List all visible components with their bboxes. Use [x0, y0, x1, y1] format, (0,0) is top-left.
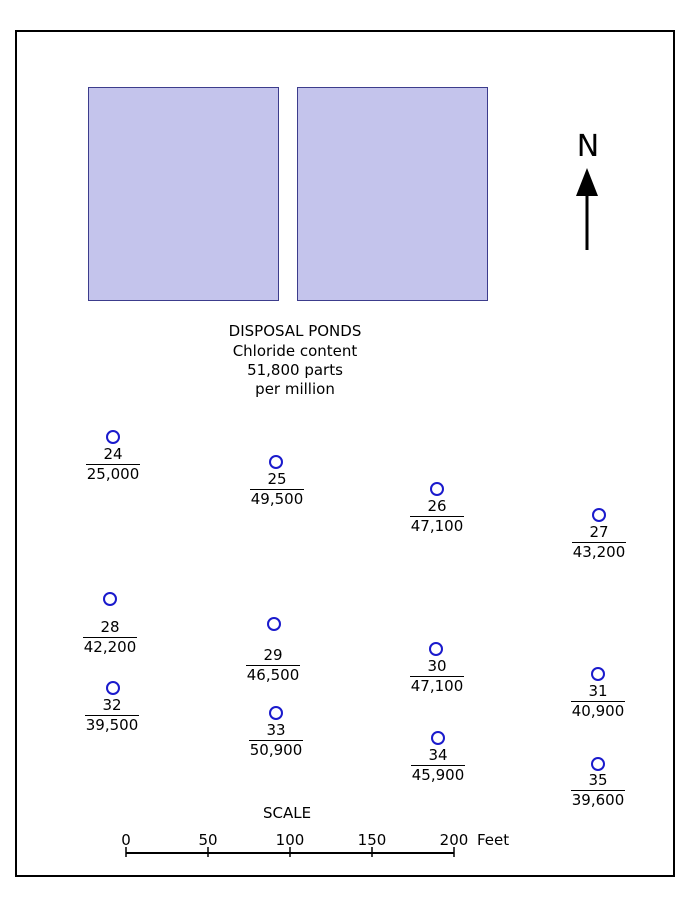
well-fraction-line: [85, 715, 139, 716]
well-fraction-line: [411, 765, 465, 766]
ponds-chloride-label: Chloride content: [232, 342, 358, 360]
well-chloride-value: 25,000: [86, 465, 140, 483]
well-marker: [591, 757, 605, 771]
well-marker: [429, 642, 443, 656]
scale-title: SCALE: [262, 804, 312, 822]
scale-tick-label: 150: [357, 831, 387, 849]
well-fraction-line: [410, 516, 464, 517]
well-id: 29: [263, 646, 283, 664]
well-fraction-line: [86, 464, 140, 465]
well-marker: [103, 592, 117, 606]
well-fraction-line: [250, 489, 304, 490]
well-id: 28: [100, 618, 120, 636]
well-id: 24: [103, 445, 123, 463]
well-id: 32: [102, 696, 122, 714]
ponds-chloride-value: 51,800 parts: [247, 361, 343, 379]
scale-tick-label: 200: [439, 831, 469, 849]
well-chloride-value: 46,500: [246, 666, 300, 684]
well-chloride-value: 49,500: [250, 490, 304, 508]
well-chloride-value: 39,500: [85, 716, 139, 734]
ponds-chloride-unit: per million: [255, 380, 335, 398]
well-chloride-value: 42,200: [83, 638, 137, 656]
scale-bar: [125, 847, 455, 857]
well-id: 26: [427, 497, 447, 515]
well-chloride-value: 43,200: [572, 543, 626, 561]
well-id: 27: [589, 523, 609, 541]
well-fraction-line: [249, 740, 303, 741]
well-chloride-value: 47,100: [410, 517, 464, 535]
well-chloride-value: 45,900: [411, 766, 465, 784]
well-chloride-value: 47,100: [410, 677, 464, 695]
well-marker: [430, 482, 444, 496]
disposal-pond-west: [88, 87, 279, 301]
well-id: 35: [588, 771, 608, 789]
well-marker: [269, 455, 283, 469]
well-marker: [106, 430, 120, 444]
well-fraction-line: [410, 676, 464, 677]
scale-tick-label: 100: [275, 831, 305, 849]
well-marker: [267, 617, 281, 631]
well-marker: [431, 731, 445, 745]
well-id: 31: [588, 682, 608, 700]
well-id: 30: [427, 657, 447, 675]
north-label: N: [576, 129, 600, 164]
well-fraction-line: [571, 790, 625, 791]
well-marker: [591, 667, 605, 681]
well-id: 33: [266, 721, 286, 739]
well-id: 34: [428, 746, 448, 764]
scale-tick-label: 0: [121, 831, 131, 849]
well-chloride-value: 50,900: [249, 741, 303, 759]
well-fraction-line: [246, 665, 300, 666]
north-arrow-icon: [576, 168, 598, 250]
scale-unit: Feet: [477, 831, 510, 849]
ponds-title: DISPOSAL PONDS: [228, 322, 362, 340]
scale-tick-label: 50: [198, 831, 218, 849]
well-fraction-line: [83, 637, 137, 638]
well-id: 25: [267, 470, 287, 488]
well-fraction-line: [571, 701, 625, 702]
well-marker: [269, 706, 283, 720]
well-chloride-value: 40,900: [571, 702, 625, 720]
well-marker: [106, 681, 120, 695]
map-frame: [15, 30, 675, 877]
well-fraction-line: [572, 542, 626, 543]
well-marker: [592, 508, 606, 522]
well-chloride-value: 39,600: [571, 791, 625, 809]
disposal-pond-east: [297, 87, 488, 301]
